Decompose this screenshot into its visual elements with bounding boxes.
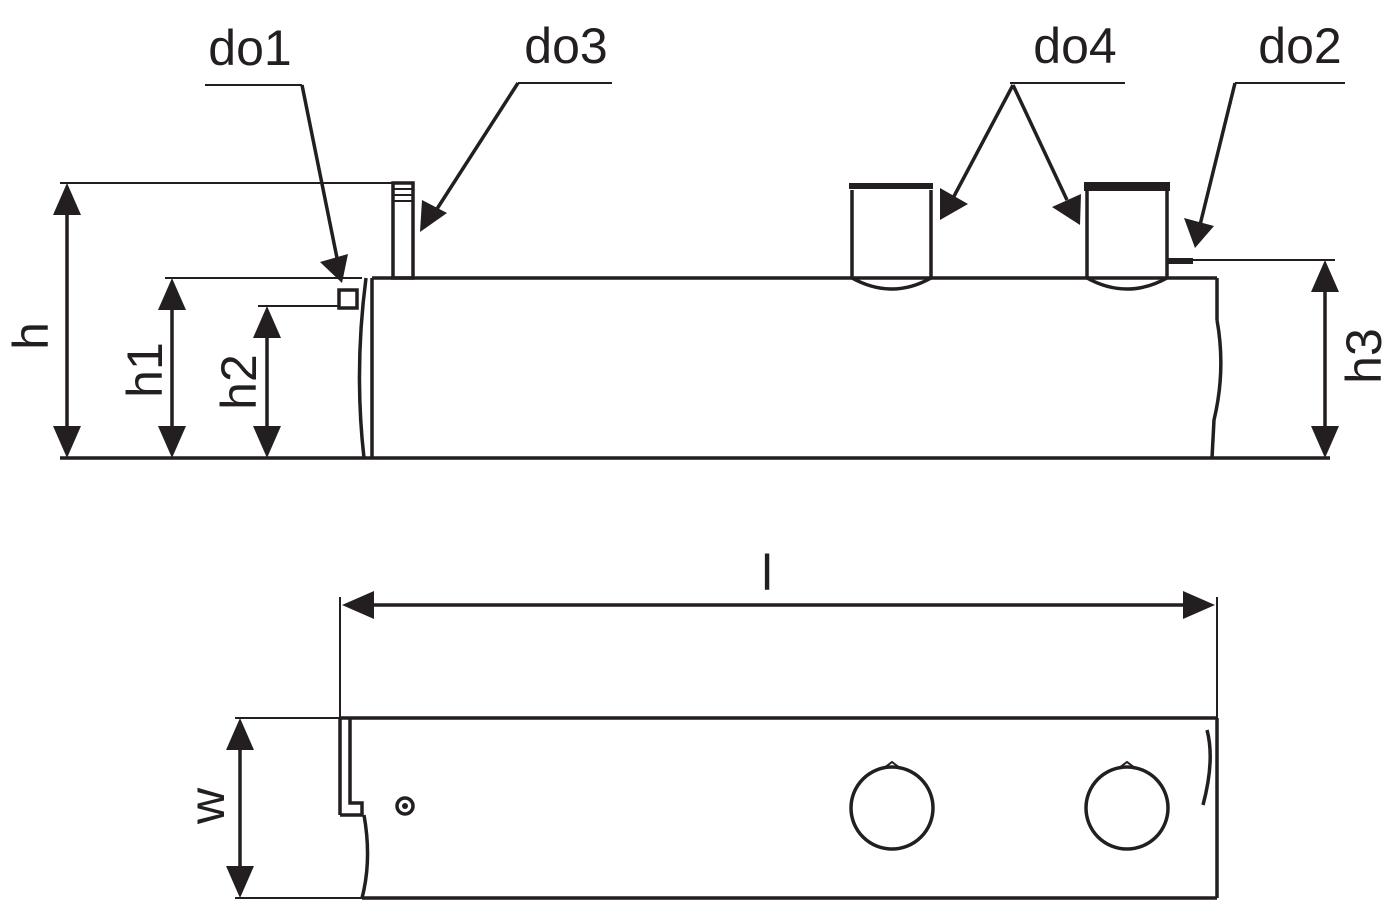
- vent-fitting-icon: [395, 796, 415, 816]
- tank-body-side: [60, 276, 1330, 460]
- dim-label-h: h: [3, 322, 59, 350]
- dim-label-h2: h2: [211, 354, 267, 410]
- callout-do2: do2: [1184, 18, 1345, 248]
- dim-h2: h2: [211, 306, 281, 458]
- manhole-right: [1084, 765, 1170, 851]
- vent-pipe-do3: [391, 181, 415, 280]
- dim-label-w: w: [179, 787, 235, 825]
- dome-do4-left: [849, 183, 933, 291]
- dim-label-h3: h3: [1336, 328, 1392, 384]
- side-view: h h1 h2 h3 do1 do3: [3, 18, 1392, 460]
- callout-label-do4: do4: [1033, 18, 1116, 74]
- callout-label-do2: do2: [1258, 18, 1341, 74]
- dome-do4-right: [1084, 182, 1170, 291]
- callout-label-do1: do1: [208, 20, 291, 76]
- plan-view: l w: [179, 545, 1219, 900]
- manhole-left: [849, 765, 935, 851]
- dim-h: h: [3, 183, 81, 458]
- callout-do1: do1: [205, 20, 348, 283]
- callout-do4: do4: [940, 18, 1125, 225]
- dim-h3: h3: [1311, 260, 1392, 458]
- dim-label-h1: h1: [117, 342, 173, 398]
- dim-l: l: [339, 545, 1218, 718]
- callout-do3: do3: [420, 18, 612, 232]
- dim-label-l: l: [761, 545, 772, 601]
- tank-body-plan: [338, 716, 1219, 900]
- dim-h1: h1: [117, 278, 186, 458]
- outlet-do2: [1167, 258, 1335, 264]
- dim-w: w: [179, 717, 362, 899]
- callout-label-do3: do3: [524, 18, 607, 74]
- inlet-do1: [337, 288, 359, 310]
